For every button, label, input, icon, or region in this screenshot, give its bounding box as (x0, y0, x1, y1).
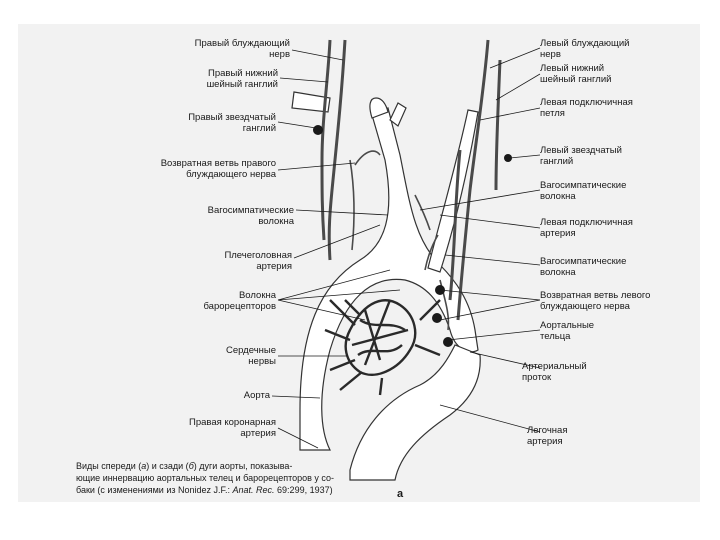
label-left-recurrent-branch: Возвратная ветвь левого блуждающего нерв… (540, 290, 651, 312)
pulmonary-artery-shape (349, 344, 481, 481)
label-left-subclavian-loop: Левая подключичная петля (540, 97, 633, 119)
left-subclavian-shape (427, 109, 479, 273)
baroreceptor-network (324, 299, 441, 396)
right-subclavian-shape (291, 91, 331, 113)
caption-line-2: ющие иннервацию аортальных телец и барор… (76, 473, 335, 483)
label-vagosympathetic-fibers-left: Вагосимпатические волокна (207, 205, 294, 227)
label-left-subclavian-artery: Левая подключичная артерия (540, 217, 633, 239)
brachiocephalic-artery-shape (369, 97, 389, 119)
aortic-body (443, 337, 453, 347)
label-right-inferior-cervical-ganglion: Правый нижний шейный ганглий (206, 68, 278, 90)
label-left-vagus-nerve: Левый блуждающий нерв (540, 38, 630, 60)
label-aortic-bodies: Аортальные тельца (540, 320, 595, 342)
label-vagosympathetic-fibers-right-2: Вагосимпатические волокна (540, 256, 627, 278)
stellate-ganglion-right (313, 125, 323, 135)
stellate-ganglion-left (504, 154, 512, 162)
recurrent-right-branch (354, 150, 381, 166)
aorta-shape (299, 107, 479, 451)
label-pulmonary-artery: Легочная артерия (527, 425, 568, 447)
label-right-vagus-nerve: Правый блуждающий нерв (194, 38, 290, 60)
caption-line-1: Виды спереди (а) и сзади (б) дуги аорты,… (76, 461, 293, 471)
label-right-stellate-ganglion: Правый звездчатый ганглий (188, 112, 276, 134)
label-right-coronary-artery: Правая коронарная артерия (188, 417, 276, 439)
label-baroreceptor-fibers: Волокна барорецепторов (203, 290, 276, 312)
aortic-body (432, 313, 442, 323)
panel-letter: а (397, 488, 404, 500)
label-aorta: Аорта (243, 390, 270, 401)
label-left-inferior-cervical-ganglion: Левый нижний шейный ганглий (540, 63, 612, 85)
label-cardiac-nerves: Сердечные нервы (225, 345, 276, 367)
left-vagus-nerve (456, 39, 490, 321)
label-ductus-arteriosus: Артериальный проток (522, 361, 587, 383)
label-left-stellate-ganglion: Левый звездчатый ганглий (540, 145, 622, 167)
label-vagosympathetic-fibers-right-1: Вагосимпатические волокна (540, 180, 627, 202)
right-vagus-nerve (327, 39, 347, 261)
label-right-recurrent-branch: Возвратная ветвь правого блуждающего нер… (160, 158, 276, 180)
figure-caption: Виды спереди (а) и сзади (б) дуги аорты,… (76, 460, 348, 496)
label-brachiocephalic-artery: Плечеголовная артерия (224, 250, 292, 272)
caption-line-3: баки (с изменениями из Nonidez J.F.: Ana… (76, 485, 333, 495)
